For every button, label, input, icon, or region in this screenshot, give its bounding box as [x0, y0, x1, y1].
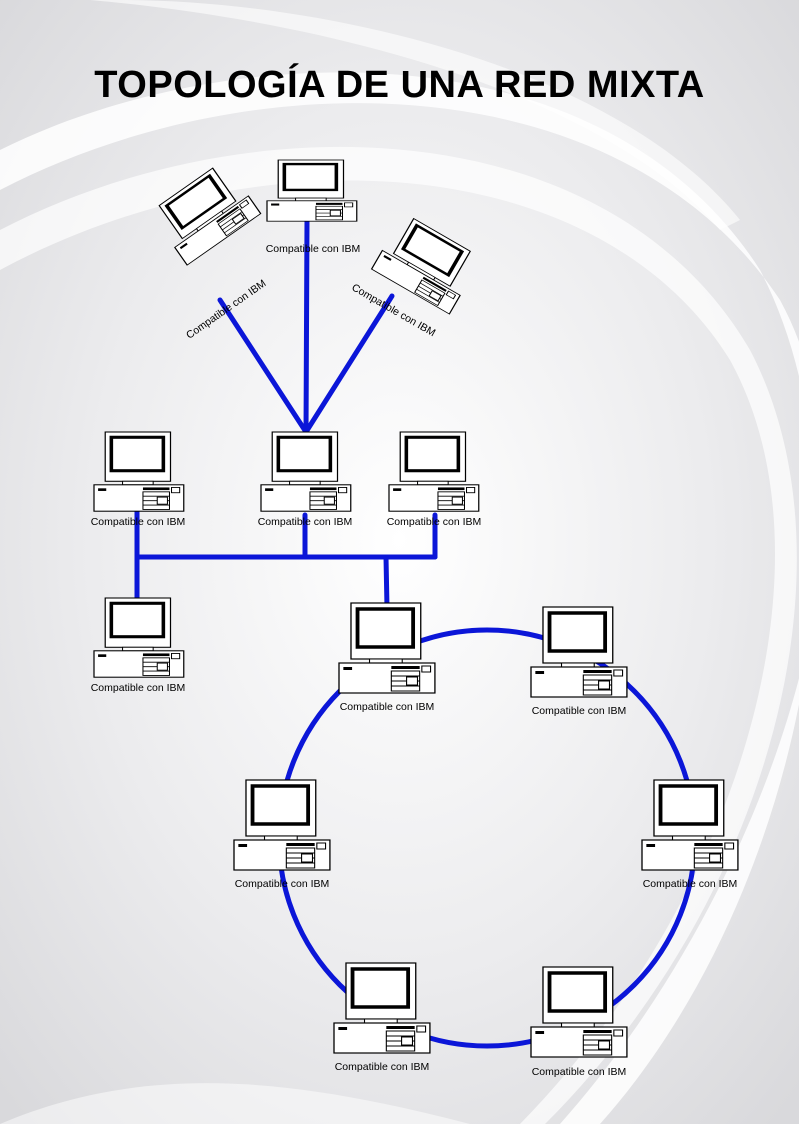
- computer-ring-bottom: [332, 961, 432, 1055]
- desktop-computer-icon: [92, 596, 186, 679]
- computer-bus-left: [92, 430, 186, 513]
- desktop-computer-icon: [640, 778, 740, 872]
- desktop-computer-icon: [232, 778, 332, 872]
- desktop-computer-icon: [265, 158, 359, 223]
- computer-star-left: [148, 158, 263, 267]
- desktop-computer-icon: [529, 965, 629, 1059]
- computer-ring-bottom-right: [529, 965, 629, 1059]
- desktop-computer-icon: [92, 430, 186, 513]
- desktop-computer-icon: [259, 430, 353, 513]
- computer-label: Compatible con IBM: [184, 278, 268, 342]
- computer-label: Compatible con IBM: [235, 878, 330, 890]
- computer-label: Compatible con IBM: [532, 705, 627, 717]
- desktop-computer-icon: [148, 158, 263, 267]
- computer-ring-left: [232, 778, 332, 872]
- computer-star-center-top: [265, 158, 359, 223]
- computer-label: Compatible con IBM: [532, 1066, 627, 1078]
- star-cable-right: [303, 293, 395, 435]
- computer-label: Compatible con IBM: [91, 682, 186, 694]
- page-title: TOPOLOGÍA DE UNA RED MIXTA: [94, 64, 705, 106]
- desktop-computer-icon: [529, 605, 629, 699]
- computer-ring-top: [337, 601, 437, 695]
- desktop-computer-icon: [337, 601, 437, 695]
- star-cable-center: [303, 217, 310, 437]
- computer-label: Compatible con IBM: [387, 516, 482, 528]
- computer-label: Compatible con IBM: [91, 516, 186, 528]
- computer-label: Compatible con IBM: [335, 1061, 430, 1073]
- computer-ring-top-right: [529, 605, 629, 699]
- computer-label: Compatible con IBM: [258, 516, 353, 528]
- bus-to-ring: [383, 554, 390, 611]
- desktop-computer-icon: [332, 961, 432, 1055]
- computer-label: Compatible con IBM: [340, 701, 435, 713]
- computer-ring-right: [640, 778, 740, 872]
- computer-label: Compatible con IBM: [266, 243, 361, 255]
- computer-bus-right: [387, 430, 481, 513]
- desktop-computer-icon: [387, 430, 481, 513]
- computer-bus-center: [259, 430, 353, 513]
- computer-label: Compatible con IBM: [643, 878, 738, 890]
- computer-bus-lower-left: [92, 596, 186, 679]
- star-cable-left: [217, 297, 309, 435]
